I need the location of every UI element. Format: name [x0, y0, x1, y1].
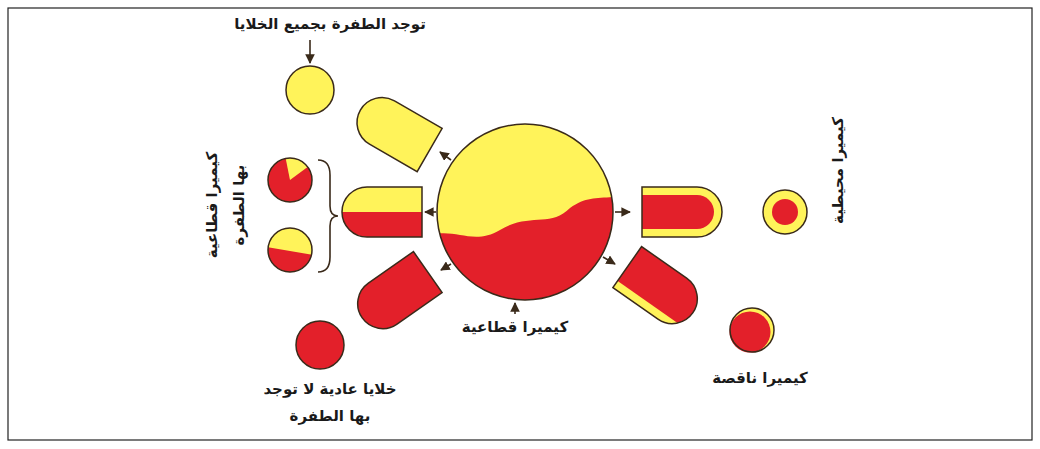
normal-shoot	[348, 252, 442, 339]
normal-label: خلايا عادية لا توجد بها الطفرة	[255, 376, 405, 430]
frame	[8, 8, 1032, 440]
mutant-section	[286, 66, 334, 114]
mericlinal-section	[730, 308, 775, 353]
sector-section	[268, 150, 320, 202]
growth-arrows	[310, 40, 630, 314]
sector-section	[260, 226, 320, 272]
mutation-label: توجد الطفرة بجميع الخلايا	[234, 11, 426, 38]
chimera-label: كيميرا قطاعية	[462, 314, 568, 341]
normal-section	[296, 321, 344, 369]
mutant-shoot	[348, 88, 442, 171]
sector-shoot	[337, 182, 427, 237]
chimera-label: كيميرا ناقصة	[712, 365, 808, 392]
chimera-label: كيميرا قطاعية بها الطفرة	[199, 145, 253, 265]
central-apex	[420, 124, 630, 320]
chimera-label: كيميرا محيطية	[825, 117, 852, 224]
bracket	[318, 160, 338, 272]
mericlinal-shoot	[606, 244, 711, 341]
periclinal-section	[763, 190, 807, 234]
periclinal-shoot	[642, 187, 722, 237]
